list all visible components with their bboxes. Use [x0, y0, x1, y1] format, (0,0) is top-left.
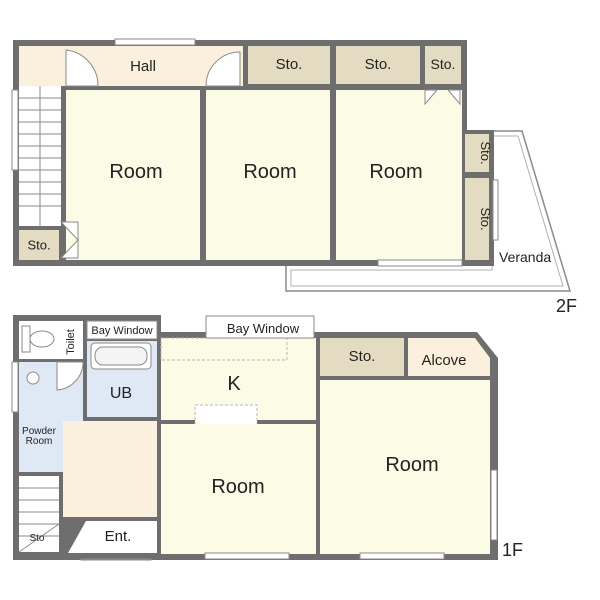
alcove-label: Alcove	[421, 352, 466, 369]
storage-2f-right-2-label: Sto.	[478, 207, 493, 230]
room-1f-right	[320, 380, 490, 554]
storage-2f-top-1-label: Sto.	[276, 56, 303, 73]
storage-2f-right-1-label: Sto.	[478, 141, 493, 164]
staircase-1f	[19, 476, 59, 552]
bay-window-1-label: Bay Window	[91, 325, 152, 337]
room-1f-right-label: Room	[385, 454, 438, 476]
room-1f-center	[161, 424, 316, 554]
storage-2f-stair-label: Sto.	[27, 237, 50, 252]
hall	[19, 46, 243, 86]
room-2f-right	[336, 90, 462, 260]
storage-2f-top-2	[336, 46, 420, 84]
storage-1f	[320, 338, 404, 376]
floor-2f: Hall Room Room Room Sto. Sto. Sto. Sto. …	[11, 38, 577, 316]
veranda-label: Veranda	[499, 249, 551, 265]
entrance-hall	[63, 421, 157, 517]
kitchen-label: K	[227, 373, 241, 395]
storage-2f-right-2	[465, 178, 489, 260]
bay-window-1	[86, 320, 158, 340]
room-2f-right-label: Room	[369, 161, 422, 183]
storage-2f-stair	[19, 230, 59, 260]
entrance	[68, 521, 157, 553]
storage-2f-right-1	[465, 134, 489, 172]
room-2f-center-label: Room	[243, 161, 296, 183]
room-2f-center	[206, 90, 330, 260]
storage-2f-top-2-label: Sto.	[365, 56, 392, 73]
bay-window-2	[205, 315, 315, 339]
toilet-label: Toilet	[65, 329, 77, 355]
room-1f-center-label: Room	[211, 476, 264, 498]
room-2f-left	[66, 90, 200, 260]
powder-room-label-2: Room	[26, 436, 53, 447]
storage-2f-top-3-label: Sto.	[431, 56, 456, 72]
floor-1f: Toilet Bay Window Bay Window UB Powder R…	[11, 315, 523, 561]
storage-2f-top-3	[425, 46, 461, 84]
bay-window-2-label: Bay Window	[227, 321, 300, 336]
floor-1f-label: 1F	[502, 540, 523, 560]
storage-1f-label: Sto.	[349, 348, 376, 365]
entrance-label: Ent.	[105, 528, 132, 545]
unit-bath-label: UB	[110, 385, 132, 402]
powder-room-label-1: Powder	[22, 426, 57, 437]
storage-1f-stair-label: Sto	[29, 533, 44, 544]
floor-2f-label: 2F	[556, 296, 577, 316]
hall-label: Hall	[130, 58, 156, 75]
room-2f-left-label: Room	[109, 161, 162, 183]
storage-2f-top-1	[248, 46, 330, 84]
alcove	[408, 338, 490, 376]
